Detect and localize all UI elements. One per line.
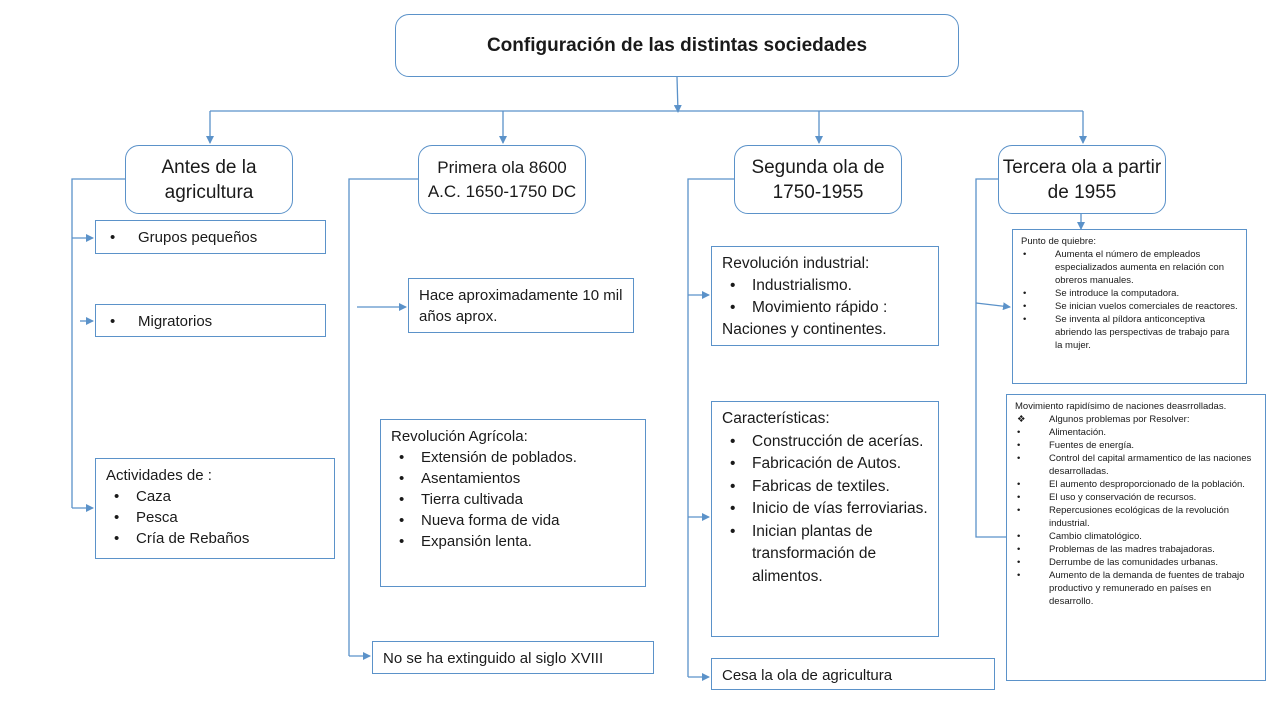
list-item: Inician plantas de transformación de ali… <box>722 521 928 589</box>
list-item: Repercusiones ecológicas de la revolució… <box>1015 504 1257 530</box>
header-antes-agricultura: Antes de la agricultura <box>125 145 293 214</box>
box-revolucion-agricola: Revolución Agrícola: Extensión de poblad… <box>380 419 646 587</box>
list-item: Cambio climatológico. <box>1015 530 1257 543</box>
list-item: Construcción de acerías. <box>722 431 928 454</box>
list-item: Tierra cultivada <box>391 489 635 510</box>
actividades-list: Caza Pesca Cría de Rebaños <box>106 486 324 549</box>
box-movimiento: Movimiento rapidísimo de naciones deasrr… <box>1006 394 1266 681</box>
antes-trunk <box>71 178 125 508</box>
title-text: Configuración de las distintas sociedade… <box>486 34 868 56</box>
list-item: El uso y conservación de recursos. <box>1015 491 1257 504</box>
box-cesa: Cesa la ola de agricultura <box>711 658 995 690</box>
list-item: Fuentes de energía. <box>1015 439 1257 452</box>
actividades-title: Actividades de : <box>106 467 212 484</box>
list-item: Inicio de vías ferroviarias. <box>722 498 928 521</box>
cesa-text: Cesa la ola de agricultura <box>722 667 893 684</box>
arrow-quiebre <box>975 302 1011 311</box>
hace-text: Hace aproximadamente 10 mil años aprox. <box>419 287 623 325</box>
header-tercera-text: Tercera ola a partir de 1955 <box>1002 156 1162 203</box>
segunda-trunk <box>687 178 734 677</box>
box-revolucion-industrial: Revolución industrial: Industrialismo. M… <box>711 246 939 346</box>
list-item: Extensión de poblados. <box>391 447 635 468</box>
box-actividades: Actividades de : Caza Pesca Cría de Reba… <box>95 458 335 559</box>
list-item: Nueva forma de vida <box>391 510 635 531</box>
list-item: Alimentación. <box>1015 426 1257 439</box>
list-item: Industrialismo. <box>722 275 928 297</box>
problemas-list: Algunos problemas por Resolver: Alimenta… <box>1015 413 1257 608</box>
list-item: Pesca <box>106 507 324 528</box>
list-item: Control del capital armamentico de las n… <box>1015 452 1257 478</box>
punto-quiebre-list: Aumenta el número de empleados especiali… <box>1021 248 1238 352</box>
revolucion-industrial-tail: Naciones y continentes. <box>722 321 887 338</box>
header-segunda-text: Segunda ola de 1750-1955 <box>751 156 885 203</box>
migratorios-item: Migratorios <box>106 311 315 332</box>
list-item: Aumento de la demanda de fuentes de trab… <box>1015 569 1257 608</box>
list-item: El aumento desproporcionado de la poblac… <box>1015 478 1257 491</box>
list-item: Caza <box>106 486 324 507</box>
diagram-title: Configuración de las distintas sociedade… <box>395 14 959 77</box>
list-item: Se inventa al píldora anticonceptiva abr… <box>1021 313 1238 352</box>
list-item: Fabricación de Autos. <box>722 453 928 476</box>
header-segunda-ola: Segunda ola de 1750-1955 <box>734 145 902 214</box>
primera-trunk <box>348 178 418 656</box>
list-item: Movimiento rápido : <box>722 297 928 319</box>
caracteristicas-list: Construcción de acerías. Fabricación de … <box>722 431 928 589</box>
punto-quiebre-title: Punto de quiebre: <box>1021 236 1097 247</box>
list-item: Expansión lenta. <box>391 531 635 552</box>
list-item: Aumenta el número de empleados especiali… <box>1021 248 1238 287</box>
no-extinguido-text: No se ha extinguido al siglo XVIII <box>383 650 604 667</box>
list-item: Se introduce la computadora. <box>1021 287 1238 300</box>
revolucion-agricola-title: Revolución Agrícola: <box>391 428 528 445</box>
box-punto-quiebre: Punto de quiebre: Aumenta el número de e… <box>1012 229 1247 384</box>
revolucion-agricola-list: Extensión de poblados. Asentamientos Tie… <box>391 447 635 552</box>
tercera-trunk <box>975 178 1006 538</box>
grupos-item: Grupos pequeños <box>106 227 315 248</box>
list-item: Se inician vuelos comerciales de reactor… <box>1021 300 1238 313</box>
header-tercera-ola: Tercera ola a partir de 1955 <box>998 145 1166 214</box>
header-primera-ola: Primera ola 8600 A.C. 1650-1750 DC <box>418 145 586 214</box>
movimiento-title: Movimiento rapidísimo de naciones deasrr… <box>1015 401 1227 412</box>
problemas-title: Algunos problemas por Resolver: <box>1015 413 1257 426</box>
box-caracteristicas: Características: Construcción de acerías… <box>711 401 939 637</box>
revolucion-industrial-title: Revolución industrial: <box>722 255 870 272</box>
list-item: Cría de Rebaños <box>106 528 324 549</box>
header-antes-text: Antes de la agricultura <box>161 156 257 203</box>
header-primera-text: Primera ola 8600 A.C. 1650-1750 DC <box>427 157 577 201</box>
list-item: Fabricas de textiles. <box>722 476 928 499</box>
box-grupos: Grupos pequeños <box>95 220 326 254</box>
title-down-arrow <box>673 76 682 113</box>
box-no-extinguido: No se ha extinguido al siglo XVIII <box>372 641 654 674</box>
box-hace: Hace aproximadamente 10 mil años aprox. <box>408 278 634 333</box>
revolucion-industrial-list: Industrialismo. Movimiento rápido : <box>722 275 928 319</box>
list-item: Derrumbe de las comunidades urbanas. <box>1015 556 1257 569</box>
list-item: Asentamientos <box>391 468 635 489</box>
box-migratorios: Migratorios <box>95 304 326 337</box>
caracteristicas-title: Características: <box>722 410 830 427</box>
list-item: Problemas de las madres trabajadoras. <box>1015 543 1257 556</box>
